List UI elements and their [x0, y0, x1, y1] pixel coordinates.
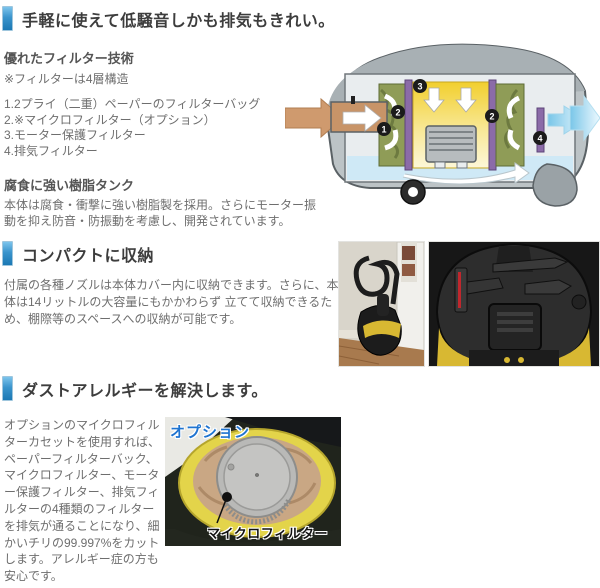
- resin-tank-heading: 腐食に強い樹脂タンク: [4, 178, 135, 193]
- plate-center-dot: [255, 473, 259, 477]
- vacuum-yellow-band: [363, 320, 401, 338]
- vacuum-hose: [353, 255, 400, 305]
- exhaust-arrow-icon: [569, 94, 600, 142]
- motor-feet: [434, 161, 468, 169]
- diagram-number-2b: 2: [489, 112, 494, 122]
- section1-text-column: 優れたフィルター技術 ※フィルターは4層構造 1.2プライ（二重）ペーパーのフィ…: [4, 48, 316, 229]
- vacuum-cutaway-diagram: 1 2 3 2 4: [284, 36, 600, 218]
- airflow-arrow: [507, 129, 521, 151]
- accent-bar-icon: [2, 6, 13, 31]
- filter-tech-heading: 優れたフィルター技術: [4, 51, 134, 66]
- diagram-number-3: 3: [417, 82, 422, 92]
- pointer-line: [216, 496, 228, 524]
- diagram-number-markers: 1 2 3 2 4: [377, 79, 547, 145]
- base-dot: [504, 357, 510, 363]
- shelf-item: [402, 264, 415, 276]
- down-arrow-icon: [423, 87, 445, 113]
- cutaway-diagram-svg: 1 2 3 2 4: [284, 43, 600, 207]
- crevice-nozzle: [492, 257, 569, 273]
- brush-nozzle: [524, 279, 572, 295]
- section2-header: コンパクトに収納: [2, 241, 154, 266]
- micro-filter-photo-svg: [165, 417, 341, 546]
- yellow-band-right: [559, 328, 591, 366]
- section1-title: 手軽に使えて低騒音しかも排気もきれい。: [22, 12, 335, 30]
- bottom-airflow-arrow: [402, 162, 530, 185]
- filter-strip-right: [488, 79, 497, 171]
- photo-vacuum-stored-upright: [338, 241, 425, 367]
- option-label: オプション: [170, 424, 251, 441]
- list-item: 2.※マイクロフィルター（オプション）: [4, 112, 216, 127]
- round-brush: [571, 294, 587, 310]
- yellow-band-left: [437, 328, 469, 366]
- shelf-item: [402, 246, 415, 260]
- accent-bar-icon: [2, 376, 13, 401]
- section2-title: コンパクトに収納: [22, 247, 155, 265]
- cover-latch: [488, 303, 542, 351]
- section3-title: ダストアレルギーを解決します。: [22, 382, 268, 400]
- base-front: [469, 350, 559, 366]
- section3-body: オプションのマイクロフィルターカセットを使用すれば、ペーパーフィルターバック、マ…: [4, 418, 161, 584]
- nozzle-neck: [466, 277, 504, 295]
- micro-filter-label: マイクロフィルター: [207, 526, 328, 541]
- inlet-latch: [351, 96, 355, 104]
- filter-layer-list: 1.2プライ（二重）ペーパーのフィルターバッグ 2.※マイクロフィルター（オプシ…: [4, 97, 316, 159]
- list-item: 1.2プライ（二重）ペーパーのフィルターバッグ: [4, 97, 261, 111]
- list-item: 3.モーター保護フィルター: [4, 128, 146, 142]
- diagram-number-1: 1: [381, 125, 386, 135]
- metal-inner-ring: [223, 443, 291, 511]
- airflow-arrow: [506, 95, 521, 119]
- accent-bar-icon: [2, 241, 13, 266]
- wheel-hub: [408, 187, 418, 197]
- plate-hole: [227, 463, 235, 471]
- down-arrow-icon: [455, 87, 477, 113]
- photo-nozzle-storage: [428, 241, 600, 367]
- vacuum-handle: [377, 294, 389, 316]
- resin-tank-body: 本体は腐食・衝撃に強い樹脂製を採用。さらにモーター振動を抑え防音・防振動を考慮し…: [4, 198, 317, 228]
- diagram-number-2: 2: [395, 108, 400, 118]
- inlet-white-arrow-icon: [342, 104, 382, 132]
- motor-fins: [429, 131, 473, 151]
- latch-ridges: [497, 312, 533, 332]
- filter-strip-left: [404, 79, 413, 171]
- storage-photos: [338, 241, 600, 367]
- floor-nozzle-stripe: [458, 272, 461, 308]
- list-item: 4.排気フィルター: [4, 143, 98, 158]
- base-dot: [518, 357, 524, 363]
- filter-structure-note: ※フィルターは4層構造: [4, 72, 129, 86]
- rear-wheel: [532, 163, 578, 207]
- exhaust-filter-strip: [536, 107, 545, 153]
- section2-body: 付属の各種ノズルは本体カバー内に収納できます。さらに、本体は14リットルの大容量…: [4, 278, 339, 326]
- airflow-arrow: [384, 129, 399, 151]
- section1-header: 手軽に使えて低騒音しかも排気もきれい。: [2, 6, 335, 31]
- photo-micro-filter-closeup: [165, 417, 341, 546]
- vacuum-base-dark: [165, 529, 341, 546]
- diagram-number-4: 4: [537, 134, 542, 144]
- pleated-edge: [222, 498, 292, 525]
- section3-header: ダストアレルギーを解決します。: [2, 376, 268, 401]
- ruffle-texture: [197, 445, 317, 507]
